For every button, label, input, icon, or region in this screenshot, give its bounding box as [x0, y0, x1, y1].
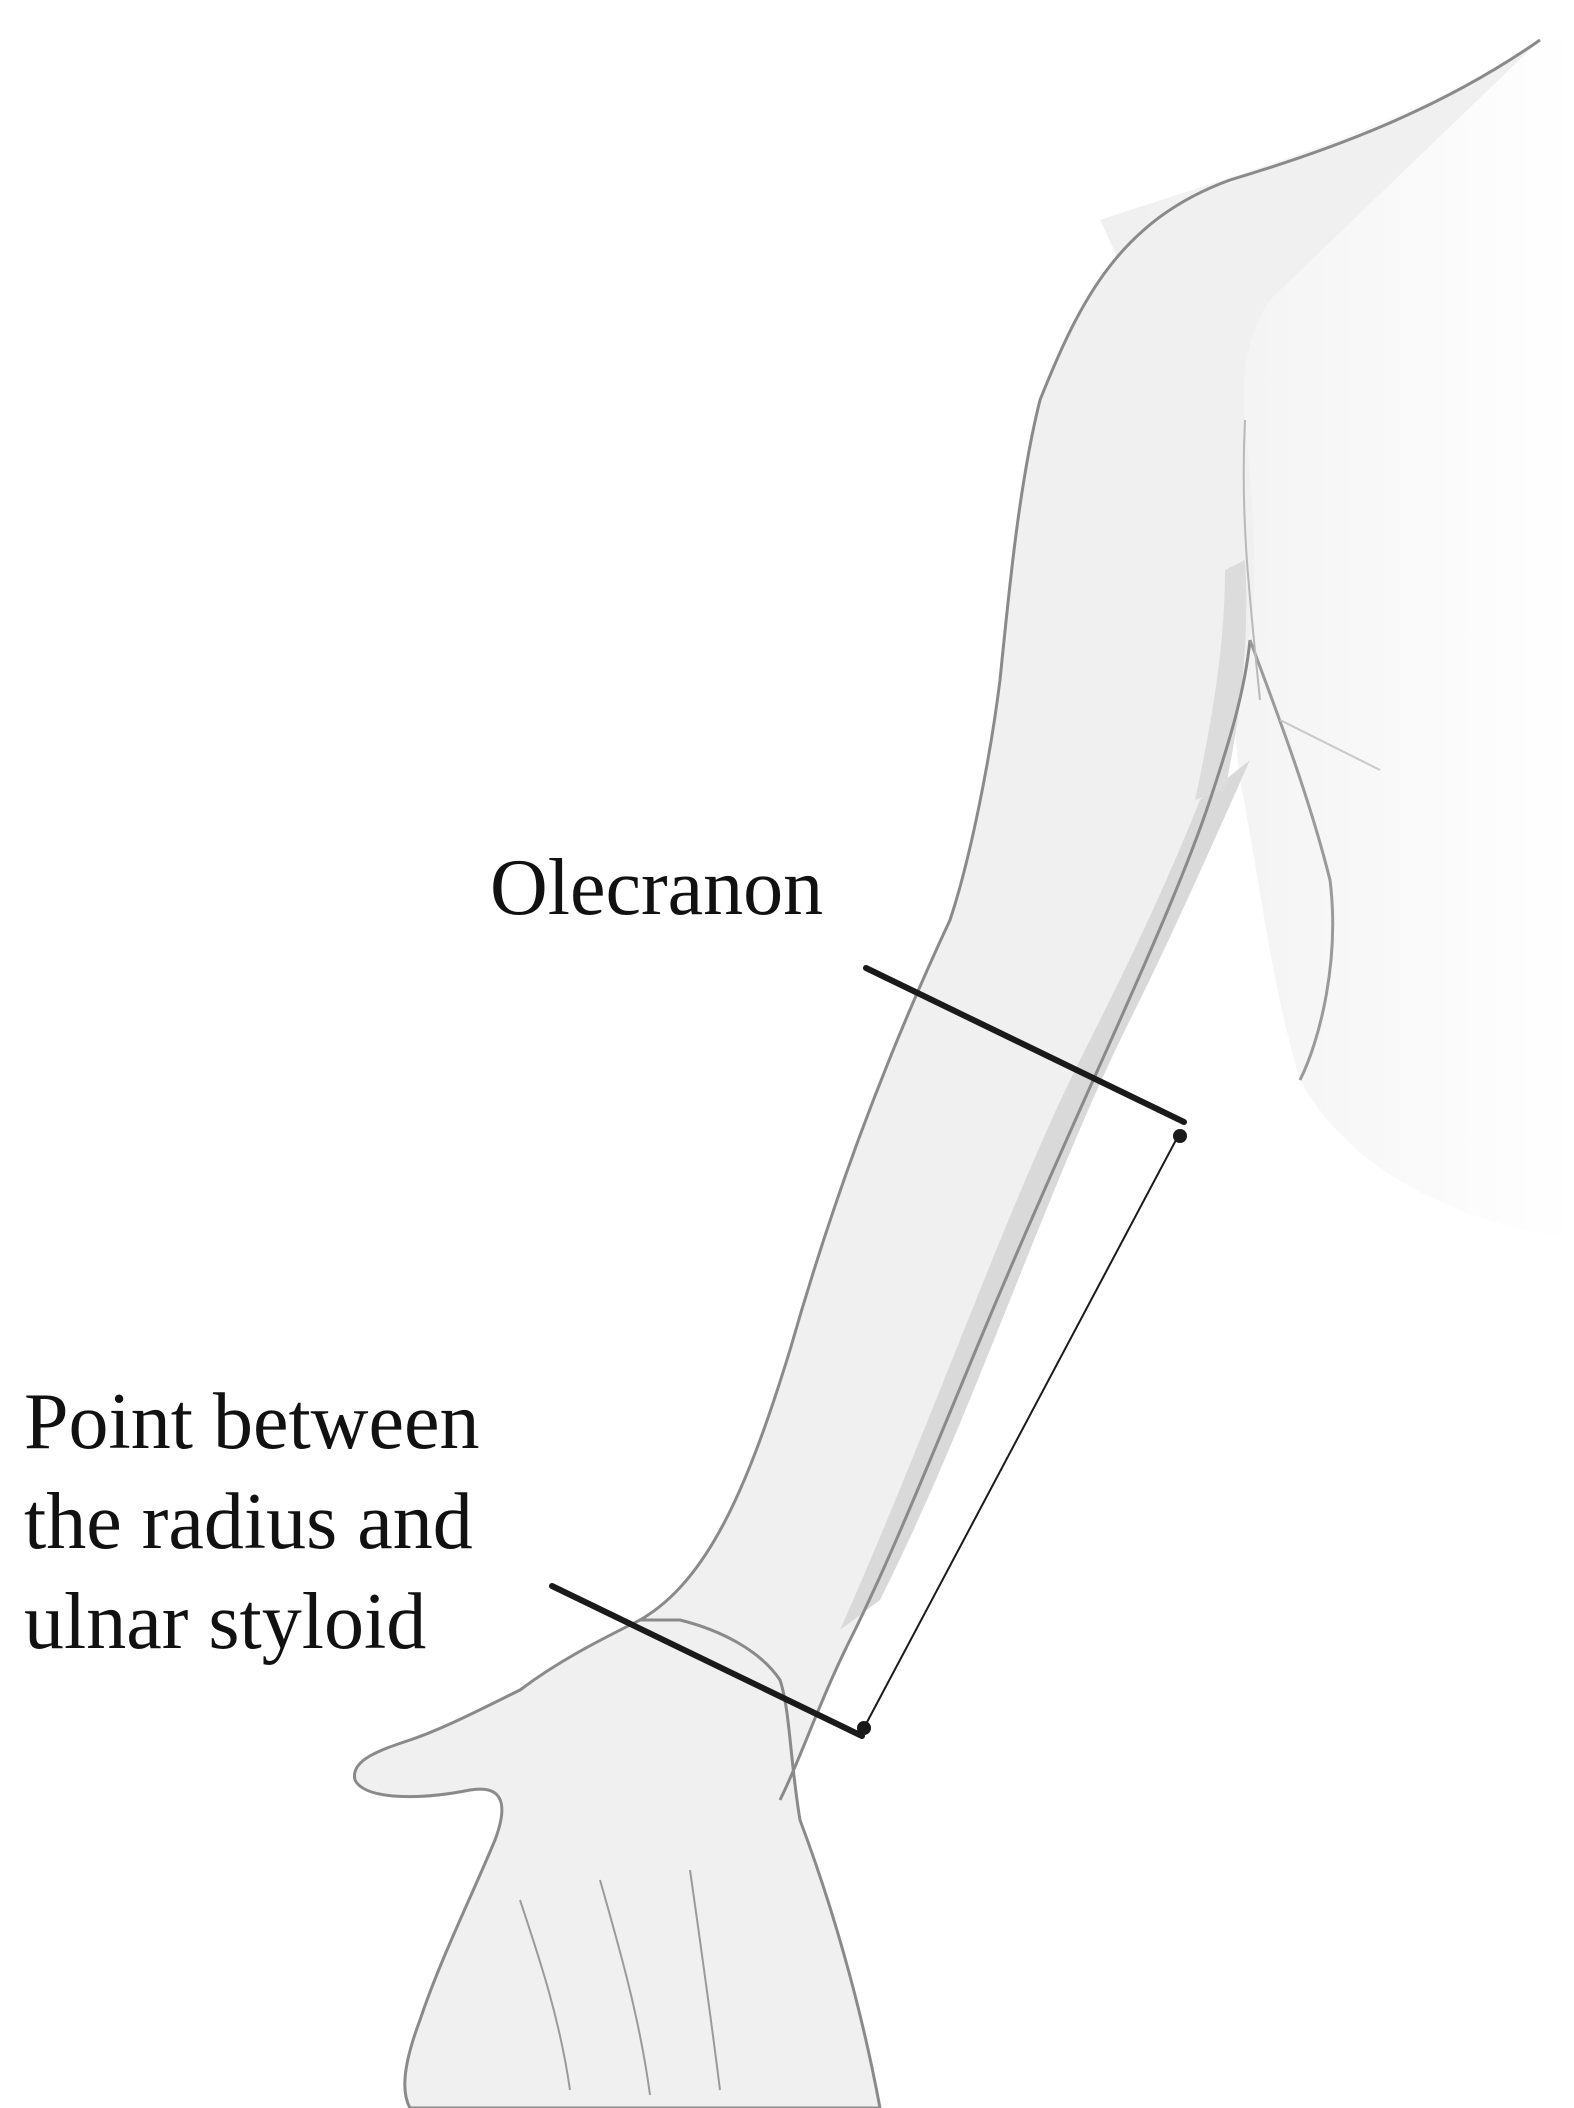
- olecranon-measure-line: [863, 965, 1187, 1125]
- wrist-point-label-line-3: ulnar styloid: [24, 1578, 427, 1666]
- forearm-length-line: [865, 1139, 1177, 1725]
- armpit-outline: [1248, 639, 1335, 1081]
- olecranon-label: Olecranon: [490, 844, 824, 932]
- hand-shape: [353, 1618, 882, 2108]
- shoulder-crease: [1242, 419, 1261, 701]
- wrist-endpoint-marker: [857, 1721, 871, 1735]
- elbow-crease: [1279, 719, 1381, 771]
- olecranon-endpoint-marker: [1173, 1129, 1187, 1143]
- upper-arm-shadow: [1195, 560, 1247, 800]
- wrist-point-label: Point between the radius and ulnar stylo…: [24, 1372, 479, 1672]
- forearm-shadow: [840, 760, 1250, 1630]
- arm-outline-top: [639, 38, 1541, 1622]
- finger-crease: [519, 1899, 571, 2091]
- arm-outline-bottom: [778, 639, 1252, 1801]
- finger-crease: [689, 1869, 721, 2091]
- wrist-point-label-line-2: the radius and: [24, 1478, 473, 1566]
- finger-crease: [599, 1879, 651, 2096]
- arm-shape: [480, 40, 1540, 1800]
- wrist-measure-line: [549, 1583, 865, 1739]
- wrist-point-label-line-1: Point between: [24, 1378, 480, 1466]
